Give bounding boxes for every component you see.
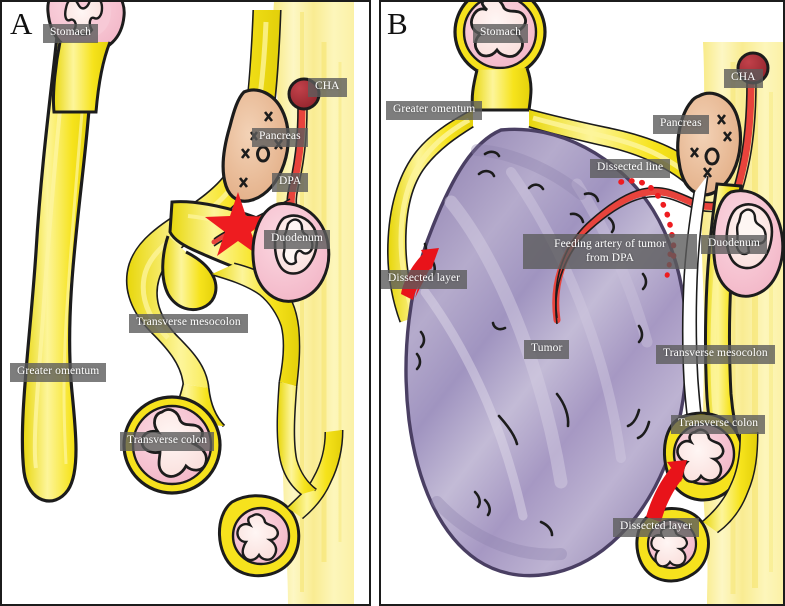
feeding-artery-line2: from DPA [586,252,634,264]
label-pancreas-a: Pancreas [252,128,308,147]
label-dpa-a: DPA [272,173,309,192]
label-dissected-layer-upper-b: Dissected layer [381,270,468,289]
feeding-artery-line1: Feeding artery of tumor [554,238,666,250]
label-dissected-layer-lower-b: Dissected layer [613,518,700,537]
label-greater-omentum-b: Greater omentum [386,101,483,120]
label-feeding-artery-b: Feeding artery of tumor from DPA [523,234,697,269]
label-transverse-mesocolon-b: Transverse mesocolon [656,345,775,364]
stomach-cross-section [453,2,547,112]
pancreatic-duct [704,147,720,166]
label-greater-omentum-a: Greater omentum [10,363,107,382]
label-transverse-colon-b: Transverse colon [671,415,766,434]
panel-letter-b: B [387,6,408,41]
panel-letter-a: A [10,6,33,41]
pancreas-x-marks [689,114,733,178]
label-transverse-mesocolon-a: Transverse mesocolon [129,314,248,333]
panel-b: B Stomach Greater omentum CHA Pancreas D… [379,0,785,606]
dissected-layer-arrow-lower [646,460,687,522]
panel-b-artwork [387,2,783,604]
panel-a: A Stomach CHA Pancreas DPA Duodenum Tran… [0,0,371,606]
pancreatic-duct [256,145,271,163]
label-duodenum-b: Duodenum [701,235,767,254]
stomach-cross-section [46,2,126,114]
mesocolon-lower-limb [276,381,317,496]
label-dissected-line-b: Dissected line [590,159,671,178]
label-cha-b: CHA [724,69,763,88]
label-cha-a: CHA [308,78,347,97]
label-duodenum-a: Duodenum [264,230,330,249]
label-stomach-b: Stomach [473,24,528,43]
label-tumor-b: Tumor [524,340,570,359]
tumor-origin-star [205,192,271,256]
label-stomach-a: Stomach [43,24,98,43]
colon-cross-section-lower [218,429,344,578]
duodenum-cross-section [251,201,331,303]
label-pancreas-b: Pancreas [653,115,709,134]
label-transverse-colon-a: Transverse colon [120,432,215,451]
